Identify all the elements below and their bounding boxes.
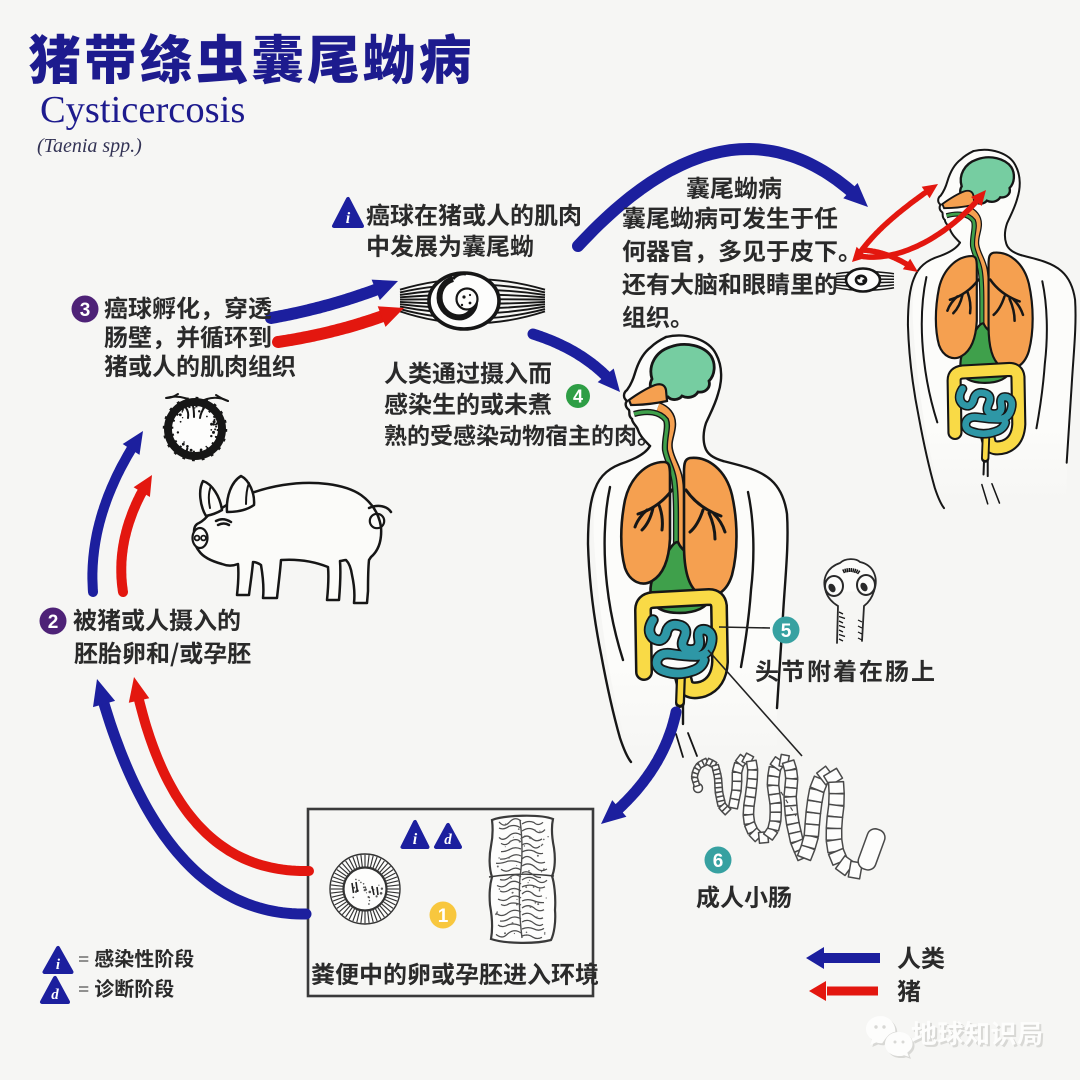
svg-text:粪便中的卵或孕胚进入环境: 粪便中的卵或孕胚进入环境 — [311, 955, 599, 990]
svg-text:囊尾蚴病: 囊尾蚴病 — [686, 169, 782, 204]
svg-text:熟的受感染动物宿主的肉。: 熟的受感染动物宿主的肉。 — [384, 417, 660, 451]
svg-text:Cysticercosis: Cysticercosis — [40, 89, 245, 131]
svg-text:3: 3 — [80, 300, 91, 321]
svg-text:(Taenia spp.): (Taenia spp.) — [37, 135, 142, 157]
svg-text:= 诊断阶段: = 诊断阶段 — [78, 973, 174, 1002]
svg-text:被猪或人摄入的: 被猪或人摄入的 — [73, 601, 241, 636]
svg-text:中发展为囊尾蚴: 中发展为囊尾蚴 — [366, 227, 534, 262]
svg-text:猪: 猪 — [897, 972, 921, 1007]
svg-text:癌球在猪或人的肌肉: 癌球在猪或人的肌肉 — [366, 196, 582, 231]
svg-text:= 感染性阶段: = 感染性阶段 — [78, 943, 194, 972]
svg-text:囊尾蚴病可发生于任: 囊尾蚴病可发生于任 — [622, 199, 838, 234]
svg-text:组织。: 组织。 — [622, 298, 694, 333]
svg-text:i: i — [56, 957, 61, 973]
svg-text:d: d — [51, 987, 59, 1003]
svg-text:d: d — [444, 832, 452, 848]
svg-text:人类通过摄入而: 人类通过摄入而 — [384, 354, 552, 389]
svg-text:6: 6 — [713, 851, 724, 872]
svg-text:4: 4 — [573, 387, 583, 407]
svg-text:何器官，多见于皮下。: 何器官，多见于皮下。 — [622, 232, 862, 267]
svg-text:地球知识局: 地球知识局 — [911, 1014, 1044, 1051]
svg-text:还有大脑和眼睛里的: 还有大脑和眼睛里的 — [622, 265, 838, 300]
svg-text:5: 5 — [781, 621, 792, 642]
svg-text:癌球孵化，穿透: 癌球孵化，穿透 — [104, 289, 272, 324]
svg-text:地球知识局: 地球知识局 — [913, 1016, 1046, 1053]
svg-text:i: i — [413, 831, 418, 848]
svg-text:i: i — [346, 210, 351, 227]
svg-text:成人小肠: 成人小肠 — [696, 878, 792, 913]
svg-text:猪或人的肌肉组织: 猪或人的肌肉组织 — [104, 347, 296, 382]
svg-text:1: 1 — [438, 906, 449, 927]
svg-text:头节附着在肠上: 头节附着在肠上 — [755, 652, 937, 687]
svg-text:感染生的或未煮: 感染生的或未煮 — [384, 385, 552, 420]
svg-text:胚胎卵和/或孕胚: 胚胎卵和/或孕胚 — [74, 634, 251, 669]
svg-text:猪带绦虫囊尾蚴病: 猪带绦虫囊尾蚴病 — [28, 19, 474, 95]
svg-text:2: 2 — [48, 612, 59, 633]
svg-text:肠壁，并循环到: 肠壁，并循环到 — [104, 318, 272, 353]
svg-text:人类: 人类 — [897, 939, 945, 974]
